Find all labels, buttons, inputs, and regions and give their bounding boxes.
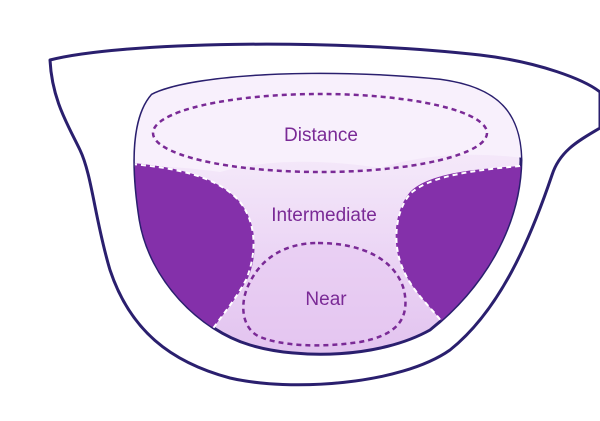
right-blur-edge xyxy=(395,165,521,323)
intermediate-label: Intermediate xyxy=(271,205,377,226)
left-blur-edge xyxy=(134,163,255,331)
distance-label: Distance xyxy=(284,125,358,146)
distance-band xyxy=(134,74,521,172)
near-label: Near xyxy=(305,289,347,310)
distance-zone-outline xyxy=(151,92,489,174)
near-zone-outline xyxy=(242,241,407,347)
